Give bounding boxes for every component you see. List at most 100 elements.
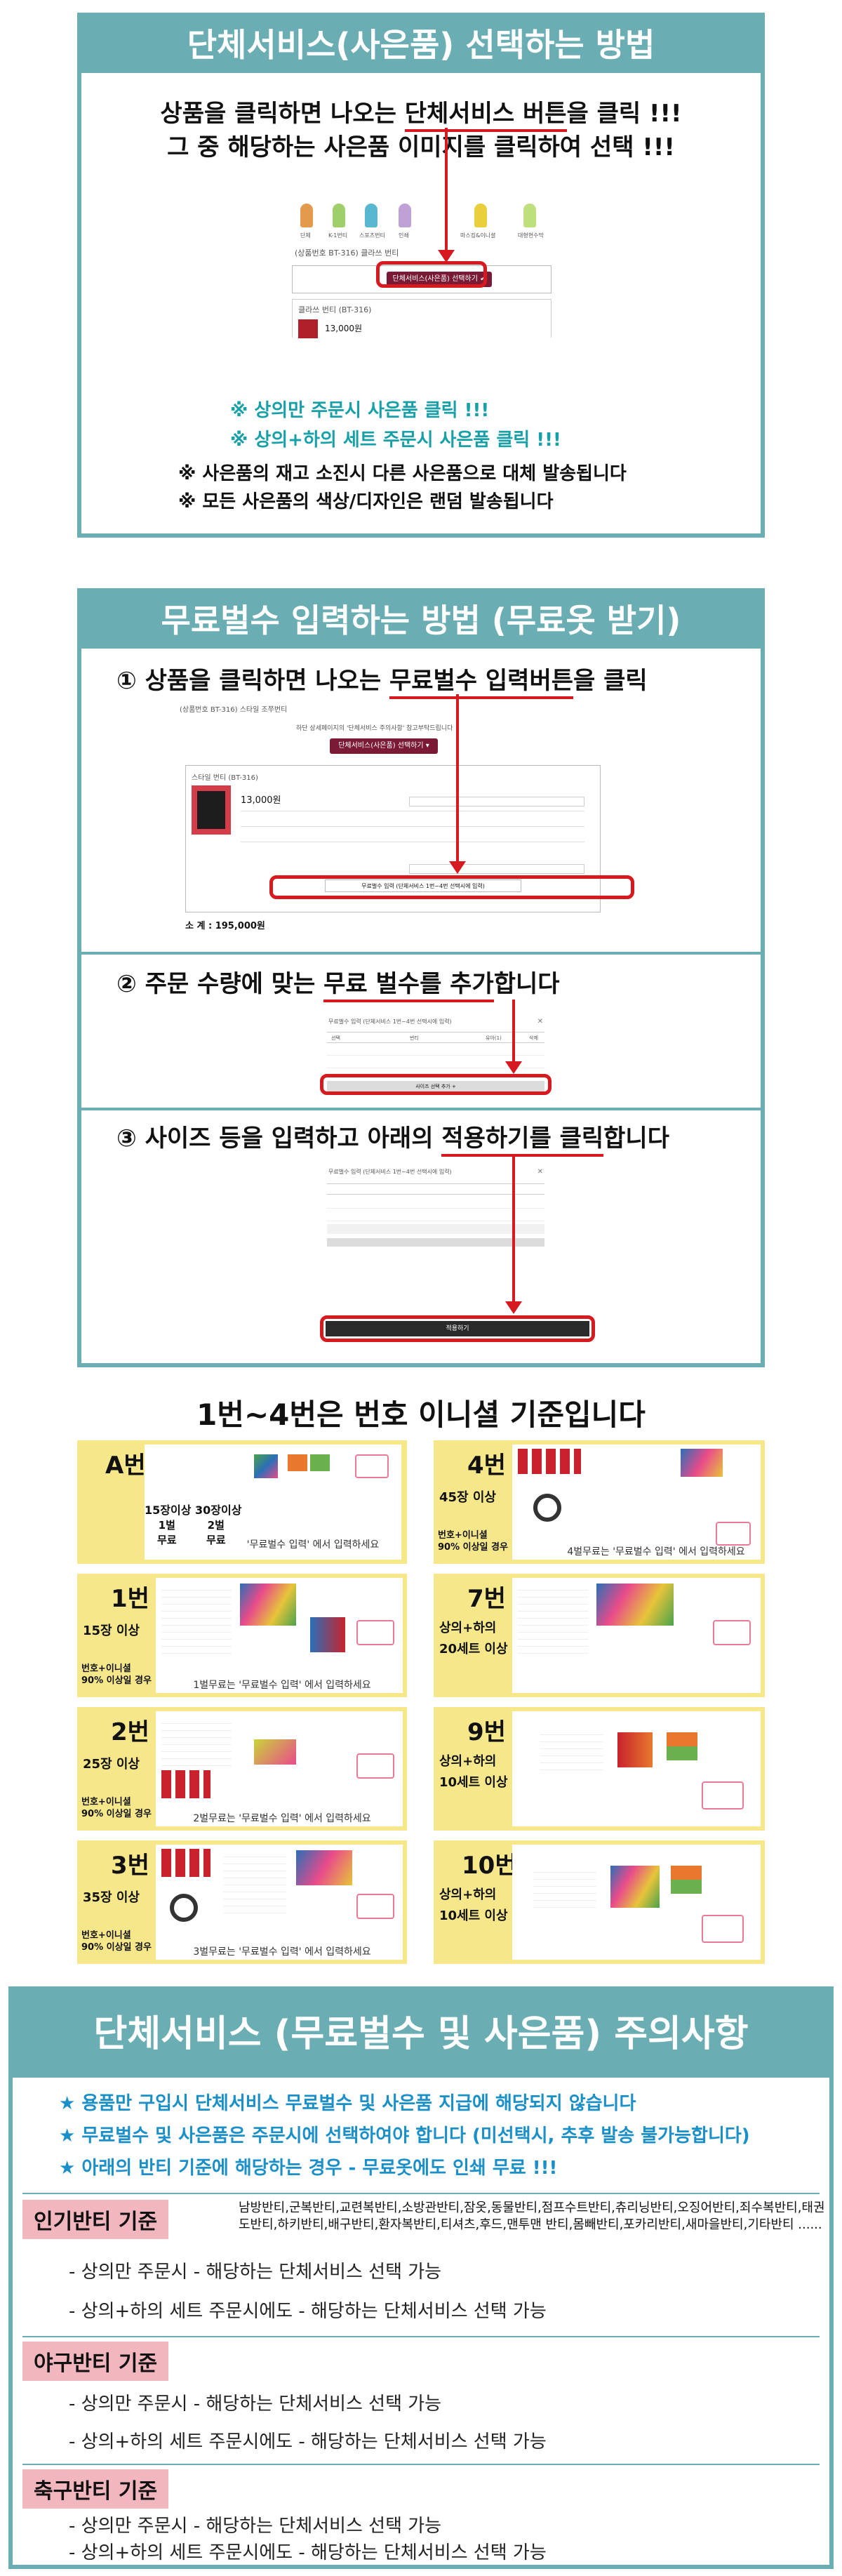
add-size-bar[interactable]: [327, 1238, 544, 1247]
subtotal-label: 소 계 :: [185, 921, 213, 931]
towel-icon: [310, 1454, 330, 1471]
pointer-arrow: [505, 1061, 522, 1074]
card-caption: 3벌무료는 '무료벌수 입력' 에서 입력하세요: [193, 1946, 371, 1958]
service-card-9[interactable]: 9번 상의+하의 10세트 이상: [434, 1707, 765, 1831]
card-caption: '무료벌수 입력' 에서 입력하세요: [246, 1539, 380, 1551]
pointer-line: [512, 1154, 515, 1303]
icon-label: 인쇄: [399, 232, 409, 239]
card-body: [512, 1845, 761, 1960]
card-number: 1번: [111, 1585, 149, 1613]
service-card-1[interactable]: 1번 15장 이상 번호+이니셜 90% 이상일 경우 1벌무료는 '무료벌수 …: [77, 1574, 407, 1697]
tier-free-1: 1벌 무료: [157, 1519, 177, 1546]
option-select[interactable]: [409, 797, 584, 806]
gift-list: [533, 1866, 596, 1908]
service-card-4[interactable]: 4번 45장 이상 번호+이니셜 90% 이상일 경우 4벌무료는 '무료벌수 …: [434, 1440, 765, 1564]
service-card-2[interactable]: 2번 25장 이상 번호+이니셜 90% 이상일 경우 2벌무료는 '무료벌수 …: [77, 1707, 407, 1831]
baseball-top-only: - 상의만 주문시 - 해당하는 단체서비스 선택 가능: [69, 2394, 442, 2415]
person-icon: [300, 204, 313, 227]
size-input-row[interactable]: [327, 1224, 544, 1234]
card-requirement: 45장 이상: [439, 1490, 496, 1505]
towel-icon: [671, 1866, 702, 1894]
item-price: 13,000원: [241, 795, 281, 806]
baseball-set: - 상의+하의 세트 주문시에도 - 해당하는 단체서비스 선택 가능: [69, 2431, 547, 2452]
service-card-10[interactable]: 10번 상의+하의 10세트 이상: [434, 1840, 765, 1964]
gift-list: [223, 1850, 286, 1913]
highlight-free-button: 무료벌수 입력버튼: [389, 667, 574, 699]
truck-icon: [713, 1620, 751, 1645]
teal-note-1: ※ 상의만 주문시 사은품 클릭 !!!: [230, 400, 490, 421]
tier-label-30: 30장이상: [195, 1503, 242, 1517]
panel-head: 무료벌수 입력 (단체서비스 1번~4번 선택시에 입력): [328, 1018, 452, 1025]
add-size-button[interactable]: 사이즈 선택 추가 +: [327, 1081, 544, 1092]
free-count-screenshot-1: (상품번호 BT-316) 스타일 조쭈번티 하단 상세페이지의 '단체서비스 …: [177, 702, 619, 944]
card-note: 번호+이니셜 90% 이상일 경우: [81, 1930, 152, 1953]
subtotal-value: 195,000원: [215, 921, 265, 931]
gift-button-highlight: [376, 261, 487, 288]
col-head: 삭제: [529, 1035, 538, 1041]
section-notice-title: 단체서비스 (무료벌수 및 사은품) 주의사항: [13, 1991, 829, 2078]
thunderstick-icon: [161, 1770, 210, 1798]
apply-button[interactable]: 적용하기: [326, 1321, 589, 1336]
table-head: 선택 번티 유아(1) 삭제: [327, 1032, 544, 1043]
item-thumb: [298, 319, 318, 338]
service-card-7[interactable]: 7번 상의+하의 20세트 이상: [434, 1574, 765, 1697]
card-requirement-2: 20세트 이상: [439, 1642, 508, 1657]
gift-list: [161, 1584, 232, 1654]
free-button-highlight: [269, 875, 634, 899]
card-requirement: 35장 이상: [83, 1890, 140, 1905]
step-3: ③ 사이즈 등을 입력하고 아래의 적용하기를 클릭합니다: [116, 1119, 669, 1157]
card-body: 3벌무료는 '무료벌수 입력' 에서 입력하세요: [156, 1845, 403, 1960]
random-note: ※ 모든 사은품의 색상/디자인은 랜덤 발송됩니다: [178, 491, 554, 512]
item-name: 스타일 번티 (BT-316): [192, 774, 258, 782]
gift-select-strip: [292, 265, 552, 293]
fan-icon: [610, 1866, 660, 1908]
card-note: 번호+이니셜 90% 이상일 경우: [81, 1664, 152, 1686]
gift-select-button[interactable]: 단체서비스(사은품) 선택하기 ▾: [330, 738, 438, 754]
card-requirement-2: 10세트 이상: [439, 1775, 508, 1790]
service-card-a[interactable]: A번 15장이상 30장이상 1벌 무료 2벌 무료 '무료벌수 입력' 에서 …: [77, 1440, 407, 1564]
icon-label: K-1번티: [328, 232, 348, 239]
divider: [22, 2336, 820, 2337]
free-count-screenshot-3: 무료벌수 입력 (단체서비스 1번~4번 선택시에 입력) ✕: [327, 1168, 544, 1249]
stick-icon: [310, 1617, 345, 1652]
item-thumb: [192, 785, 231, 835]
card-number: 9번: [467, 1718, 506, 1746]
step-text: 을 클릭: [573, 667, 648, 695]
pointer-arrow: [438, 250, 455, 263]
card-number: 3번: [111, 1852, 149, 1880]
card-body: 2벌무료는 '무료벌수 입력' 에서 입력하세요: [156, 1711, 403, 1826]
towel-icon: [254, 1739, 296, 1765]
step-text: ② 주문 수량에 맞는: [116, 970, 324, 998]
gift-select-button[interactable]: 단체서비스(사은품) 선택하기 ✔: [387, 272, 492, 287]
person-icon: [365, 204, 377, 227]
gift-list: [540, 1728, 603, 1770]
truck-icon: [702, 1781, 744, 1810]
card-caption: 1벌무료는 '무료벌수 입력' 에서 입력하세요: [193, 1680, 371, 1691]
gift-list: [518, 1584, 588, 1654]
notice-item-1: ★ 용품만 구입시 단체서비스 무료벌수 및 사은품 지급에 해당되지 않습니다: [59, 2093, 636, 2114]
truck-icon: [355, 1454, 389, 1478]
service-card-3[interactable]: 3번 35장 이상 번호+이니셜 90% 이상일 경우 3벌무료는 '무료벌수 …: [77, 1840, 407, 1964]
step-text: 합니다: [603, 1124, 669, 1153]
option-select[interactable]: [409, 864, 584, 874]
icon-label: 단체: [300, 232, 311, 239]
section-gift-title: 단체서비스(사은품) 선택하는 방법: [81, 17, 761, 73]
table-row: [327, 1058, 544, 1068]
step-2: ② 주문 수량에 맞는 무료 벌수를 추가합니다: [116, 964, 560, 1002]
table-row: [327, 1211, 544, 1221]
product-line: (상품번호 BT-316) 클라쓰 번티: [295, 248, 399, 258]
fan-icon: [518, 1449, 581, 1474]
free-count-button[interactable]: 무료벌수 입력 (단체서비스 1번~4번 선택시에 입력): [325, 879, 521, 892]
close-icon[interactable]: ✕: [537, 1018, 543, 1025]
divider: [22, 2464, 820, 2465]
soccer-set: - 상의+하의 세트 주문시에도 - 해당하는 단체서비스 선택 가능: [69, 2542, 547, 2563]
card-requirement-2: 10세트 이상: [439, 1908, 508, 1923]
category-popular: 인기반티 기준: [22, 2200, 169, 2239]
pointer-arrow: [505, 1301, 522, 1314]
hint-text: 하단 상세페이지의 '단체서비스 주의사항' 참고부탁드립니다: [296, 725, 453, 732]
notice-item-2: ★ 무료벌수 및 사은품은 주문시에 선택하여야 합니다 (미선택시, 추후 발…: [59, 2125, 750, 2146]
popular-set: - 상의+하의 세트 주문시에도 - 해당하는 단체서비스 선택 가능: [69, 2301, 547, 2322]
close-icon[interactable]: ✕: [537, 1168, 543, 1176]
thunderstick-icon: [161, 1849, 210, 1877]
fan-icon: [296, 1850, 352, 1885]
